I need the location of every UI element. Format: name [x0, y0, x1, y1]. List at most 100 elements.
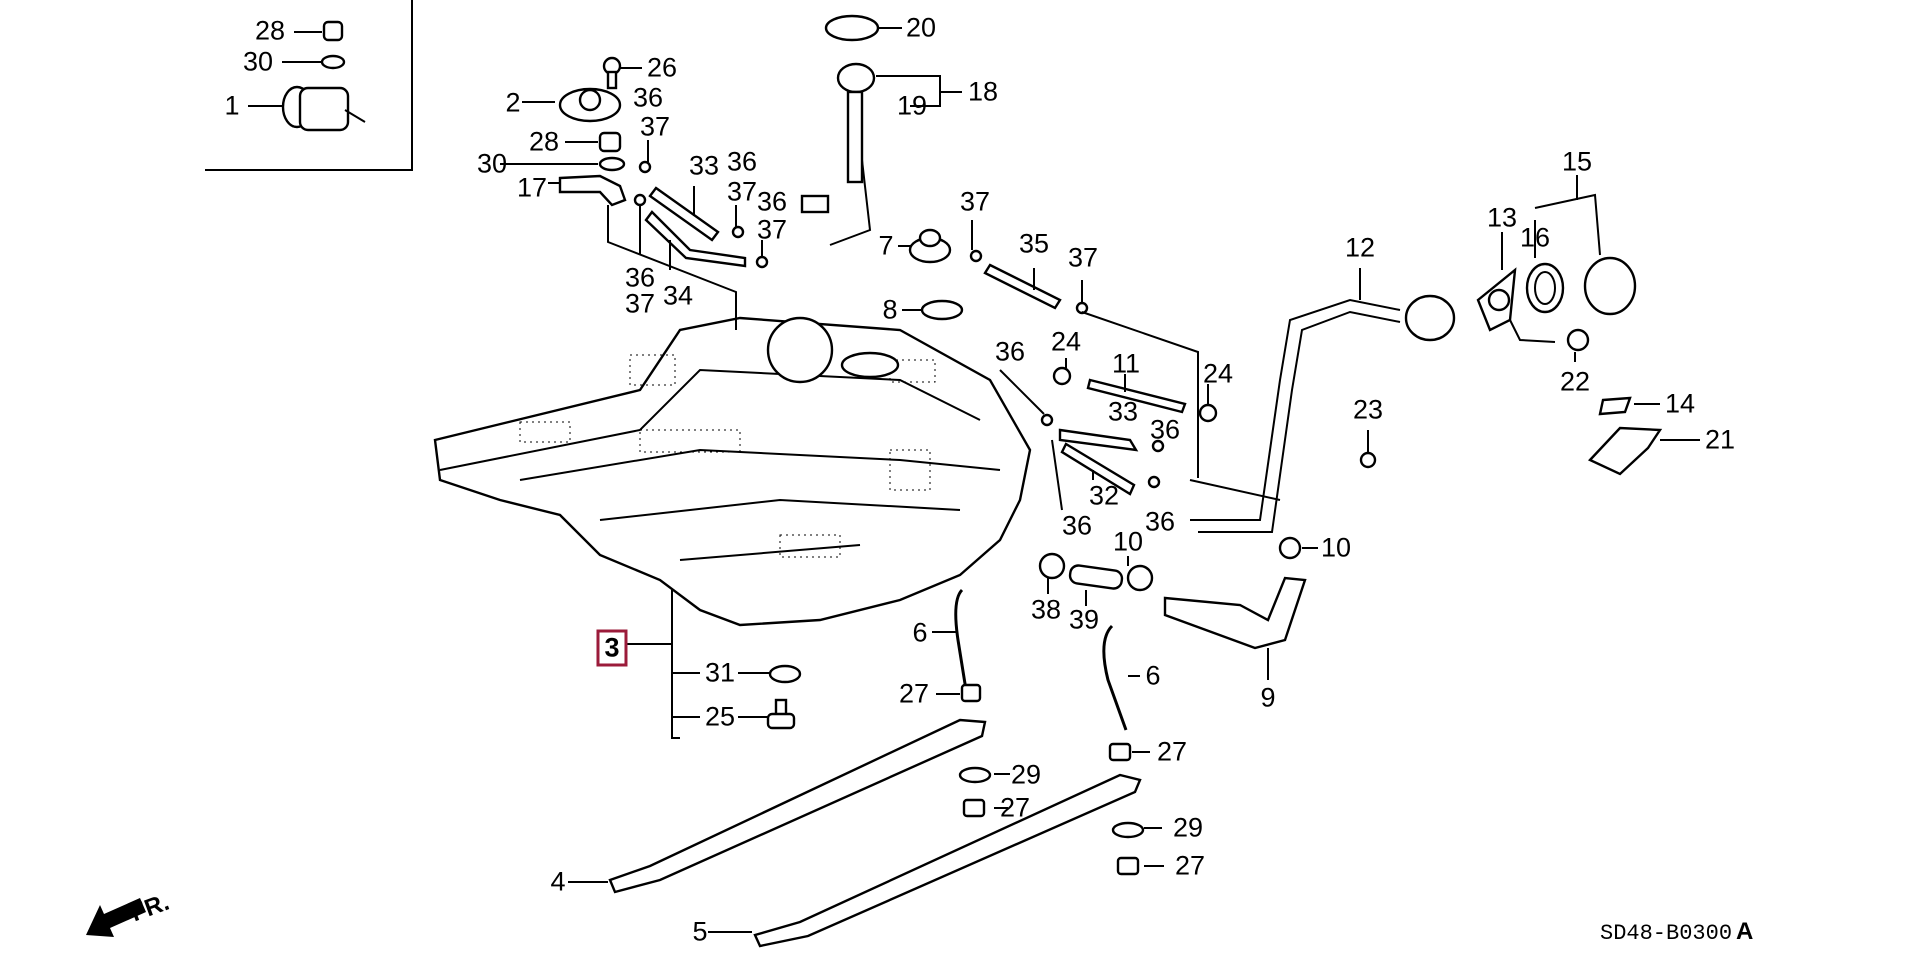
- callout-38[interactable]: 38: [1030, 594, 1062, 625]
- clip-icons-left: [633, 140, 769, 269]
- part-32-hose-icon: [1060, 442, 1136, 496]
- callout-10-left[interactable]: 10: [1112, 526, 1144, 557]
- part-33-hose-icon-2: [1058, 428, 1139, 452]
- callout-35[interactable]: 35: [1018, 228, 1050, 259]
- callout-1[interactable]: 1: [224, 90, 240, 121]
- callout-15[interactable]: 15: [1561, 146, 1593, 177]
- callout-9[interactable]: 9: [1260, 682, 1276, 713]
- callout-20[interactable]: 20: [905, 12, 937, 43]
- callout-32[interactable]: 32: [1088, 480, 1120, 511]
- callout-37-e[interactable]: 37: [959, 186, 991, 217]
- part-10-clamp-icon: [1126, 536, 1318, 592]
- callout-36-c[interactable]: 36: [756, 186, 788, 217]
- part-34-hose-icon: [644, 210, 747, 270]
- callout-24-right[interactable]: 24: [1202, 358, 1234, 389]
- callout-24-left[interactable]: 24: [1050, 326, 1082, 357]
- part-31-washer-icon: [738, 664, 802, 684]
- part-29-washer-icon-b: [1111, 821, 1162, 839]
- part-29-washer-icon-a: [958, 766, 1010, 784]
- callout-2[interactable]: 2: [505, 87, 521, 118]
- part-8-gasket-icon: [902, 299, 964, 321]
- part-27-nut-icon-c: [1108, 742, 1150, 762]
- callout-16[interactable]: 16: [1519, 222, 1551, 253]
- part-23-bolt-icon: [1359, 430, 1377, 469]
- callout-37-d[interactable]: 37: [624, 288, 656, 319]
- part-6-rod-icon-right: [1102, 624, 1140, 731]
- callout-21[interactable]: 21: [1704, 424, 1736, 455]
- callout-26[interactable]: 26: [646, 52, 678, 83]
- callout-23[interactable]: 23: [1352, 394, 1384, 425]
- drawing-code-text: SD48-B0300: [1600, 921, 1733, 946]
- part-30-washer-icon-2: [500, 156, 626, 172]
- callout-36-a[interactable]: 36: [632, 82, 664, 113]
- part-4-strap-icon: [568, 718, 987, 894]
- callout-17[interactable]: 17: [516, 172, 548, 203]
- part-6-rod-icon-left: [932, 588, 968, 691]
- part-26-bolt-icon: [602, 56, 642, 90]
- callout-36-g[interactable]: 36: [1061, 510, 1093, 541]
- callout-11[interactable]: 11: [1111, 348, 1141, 379]
- part-33-hose-icon: [648, 186, 720, 242]
- callout-6-left[interactable]: 6: [912, 617, 928, 648]
- callout-6-right[interactable]: 6: [1145, 660, 1161, 691]
- part-11-hose-icon: [1086, 374, 1187, 414]
- callout-33-a[interactable]: 33: [688, 150, 720, 181]
- inset-frame: [205, 0, 413, 171]
- part-27-nut-icon-a: [936, 683, 982, 703]
- callout-29-b[interactable]: 29: [1172, 812, 1204, 843]
- part-24-clamp-icon: [1052, 358, 1218, 423]
- callout-13[interactable]: 13: [1486, 202, 1518, 233]
- callout-19[interactable]: 19: [896, 90, 928, 121]
- callout-25[interactable]: 25: [704, 701, 736, 732]
- callout-29-a[interactable]: 29: [1010, 759, 1042, 790]
- callout-36-h[interactable]: 36: [1144, 506, 1176, 537]
- callout-37-c[interactable]: 37: [756, 214, 788, 245]
- part-17-bracket-icon: [548, 174, 737, 330]
- part-12-filler-pipe-icon: [1189, 268, 1456, 533]
- front-direction-arrow-icon: [86, 898, 146, 937]
- callout-37-b[interactable]: 37: [726, 176, 758, 207]
- callout-36-e[interactable]: 36: [994, 336, 1026, 367]
- callout-36-f[interactable]: 36: [1149, 414, 1181, 445]
- part-20-retainer-ring-icon: [824, 14, 902, 42]
- callout-28-a[interactable]: 28: [254, 15, 286, 46]
- part-27-nut-icon-b: [962, 798, 1008, 818]
- callout-7[interactable]: 7: [878, 230, 894, 261]
- part-15-fuel-cap-icon: [1534, 175, 1637, 316]
- callout-3-highlighted[interactable]: 3: [596, 629, 628, 667]
- callout-34[interactable]: 34: [662, 280, 694, 311]
- callout-39[interactable]: 39: [1068, 604, 1100, 635]
- part-39-hose-icon: [1068, 564, 1124, 606]
- callout-8[interactable]: 8: [882, 294, 898, 325]
- part-35-hose-icon: [969, 220, 1199, 478]
- callout-30-a[interactable]: 30: [242, 46, 274, 77]
- part-14-label-icon: [1598, 396, 1660, 416]
- part-22-nut-icon: [1566, 328, 1590, 362]
- callout-14[interactable]: 14: [1664, 388, 1696, 419]
- callout-27-a[interactable]: 27: [898, 678, 930, 709]
- callout-10-right[interactable]: 10: [1320, 532, 1352, 563]
- part-30-washer-icon: [282, 54, 346, 70]
- callout-27-c[interactable]: 27: [1156, 736, 1188, 767]
- part-27-nut-icon-d: [1116, 856, 1164, 876]
- callout-5[interactable]: 5: [692, 916, 708, 947]
- callout-22[interactable]: 22: [1559, 366, 1591, 397]
- callout-36-b[interactable]: 36: [726, 146, 758, 177]
- callout-30-b[interactable]: 30: [476, 148, 508, 179]
- callout-27-b[interactable]: 27: [999, 792, 1031, 823]
- callout-27-d[interactable]: 27: [1174, 850, 1206, 881]
- callout-28-b[interactable]: 28: [528, 126, 560, 157]
- callout-12[interactable]: 12: [1344, 232, 1376, 263]
- callout-37-a[interactable]: 37: [639, 111, 671, 142]
- part-18-fuel-pump-icon: [800, 62, 962, 246]
- callout-37-f[interactable]: 37: [1067, 242, 1099, 273]
- callout-33-b[interactable]: 33: [1107, 396, 1139, 427]
- callout-18[interactable]: 18: [967, 76, 999, 107]
- callout-4[interactable]: 4: [550, 866, 566, 897]
- callout-31[interactable]: 31: [704, 657, 736, 688]
- part-5-strap-icon: [708, 773, 1142, 948]
- callout-36-d[interactable]: 36: [624, 262, 656, 293]
